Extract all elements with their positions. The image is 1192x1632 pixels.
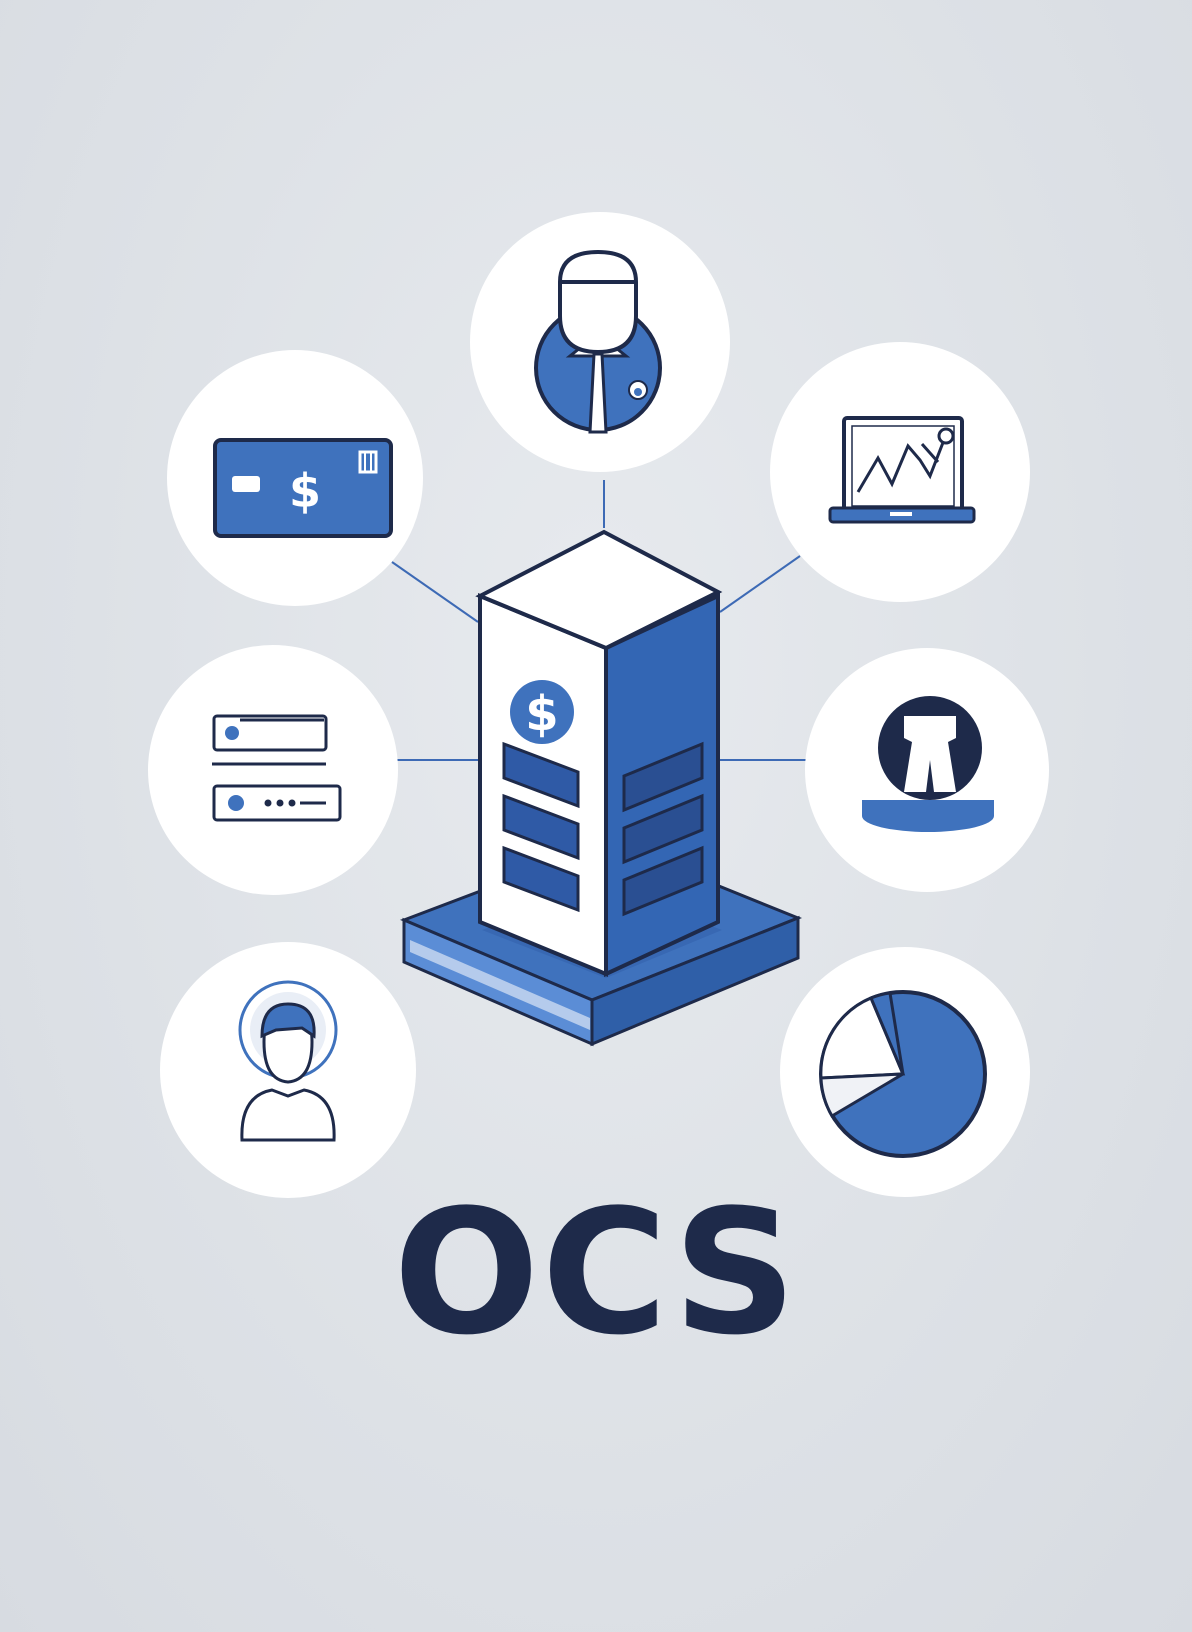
card-dollar-glyph: $ [289,464,321,518]
analytics-laptop-icon [828,416,976,524]
node-circle-middle-left [148,645,398,895]
page-title: OCS [393,1172,799,1373]
connector-upper-left [391,561,479,623]
user-avatar-icon [862,696,994,832]
connector-upper-right [719,555,801,613]
account-list-icon [212,714,342,822]
server-tower-icon: $ [399,529,803,1047]
connectors [391,480,808,761]
customer-profile-icon [238,980,338,1142]
pie-chart-icon [819,990,987,1158]
hub-dollar-glyph: $ [525,686,558,742]
payment-card-icon: $ [213,438,393,538]
businessman-icon [534,249,662,434]
